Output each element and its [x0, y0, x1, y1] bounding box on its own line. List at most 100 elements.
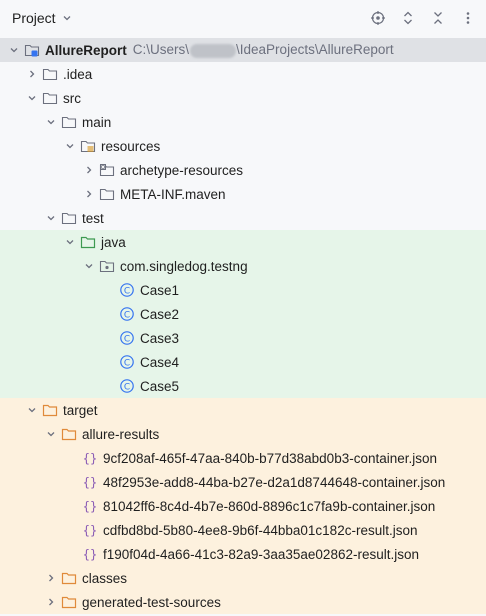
tree-item-label: com.singledog.testng: [120, 258, 248, 274]
class-icon: C: [119, 378, 135, 394]
tree-item-allure-results[interactable]: allure-results: [0, 422, 486, 446]
redacted-username: [190, 43, 237, 58]
class-icon: C: [119, 282, 135, 298]
tree-item-label: Case2: [140, 306, 180, 322]
project-path: C:\Users\ \IdeaProjects\AllureReport: [132, 42, 394, 58]
tree-item-label: .idea: [63, 66, 93, 82]
json-file-icon: {}: [82, 498, 98, 514]
tree-item-label: allure-results: [82, 426, 160, 442]
expand-collapse-icon[interactable]: [400, 10, 416, 26]
tree-item-main[interactable]: main: [0, 110, 486, 134]
tree-item-test[interactable]: test: [0, 206, 486, 230]
tree-item-generated-test-sources[interactable]: generated-test-sources: [0, 590, 486, 614]
more-icon[interactable]: [460, 10, 476, 26]
chevron-right-icon[interactable]: [81, 162, 97, 178]
tree-item-label: Case1: [140, 282, 180, 298]
tree-item-class[interactable]: C Case1: [0, 278, 486, 302]
svg-text:{}: {}: [83, 452, 97, 466]
tree-item-label: test: [82, 210, 104, 226]
folder-icon: [99, 186, 115, 202]
tree-item-json-file[interactable]: {} f190f04d-4a66-41c3-82a9-3aa35ae02862-…: [0, 542, 486, 566]
test-source-folder-icon: [80, 234, 96, 250]
chevron-right-icon[interactable]: [43, 594, 59, 610]
folder-icon: [42, 90, 58, 106]
resources-folder-icon: [80, 138, 96, 154]
tree-item-classes[interactable]: classes: [0, 566, 486, 590]
svg-text:{}: {}: [83, 476, 97, 490]
module-folder-icon: [24, 42, 40, 58]
tree-item-target[interactable]: target: [0, 398, 486, 422]
panel-title[interactable]: Project: [12, 10, 56, 26]
json-file-icon: {}: [82, 474, 98, 490]
package-icon: [99, 258, 115, 274]
chevron-down-icon[interactable]: [62, 13, 72, 23]
tree-item-meta-inf[interactable]: META-INF.maven: [0, 182, 486, 206]
chevron-down-icon[interactable]: [43, 426, 59, 442]
json-file-icon: {}: [82, 450, 98, 466]
chevron-down-icon[interactable]: [81, 258, 97, 274]
folder-icon: [42, 66, 58, 82]
tree-item-json-file[interactable]: {} 48f2953e-add8-44ba-b27e-d2a1d8744648-…: [0, 470, 486, 494]
chevron-right-icon[interactable]: [81, 186, 97, 202]
folder-icon: [61, 114, 77, 130]
chevron-down-icon[interactable]: [62, 138, 78, 154]
chevron-right-icon[interactable]: [43, 570, 59, 586]
svg-text:{}: {}: [83, 500, 97, 514]
project-path-suffix: \IdeaProjects\AllureReport: [236, 42, 394, 58]
chevron-down-icon[interactable]: [6, 42, 22, 58]
svg-text:C: C: [124, 286, 130, 296]
tree-item-src[interactable]: src: [0, 86, 486, 110]
project-name: AllureReport: [45, 42, 127, 58]
class-icon: C: [119, 330, 135, 346]
chevron-down-icon[interactable]: [43, 114, 59, 130]
collapse-all-icon[interactable]: [430, 10, 446, 26]
tree-item-resources[interactable]: resources: [0, 134, 486, 158]
chevron-right-icon[interactable]: [24, 66, 40, 82]
tree-item-label: resources: [101, 138, 161, 154]
chevron-down-icon[interactable]: [24, 402, 40, 418]
tree-item-json-file[interactable]: {} cdfbd8bd-5b80-4ee8-9b6f-44bba01c182c-…: [0, 518, 486, 542]
tree-item-label: src: [63, 90, 81, 106]
chevron-down-icon[interactable]: [24, 90, 40, 106]
tree-item-java[interactable]: java: [0, 230, 486, 254]
tree-item-label: 48f2953e-add8-44ba-b27e-d2a1d8744648-con…: [103, 474, 446, 490]
project-path-prefix: C:\Users\: [132, 42, 190, 58]
tree-item-label: Case5: [140, 378, 180, 394]
json-file-icon: {}: [82, 522, 98, 538]
svg-text:C: C: [124, 358, 130, 368]
header-toolbar: [370, 10, 476, 26]
tree-item-label: archetype-resources: [120, 162, 244, 178]
excluded-folder-icon: [61, 426, 77, 442]
tree-item-class[interactable]: C Case2: [0, 302, 486, 326]
tree-item-class[interactable]: C Case5: [0, 374, 486, 398]
tree-item-idea[interactable]: .idea: [0, 62, 486, 86]
svg-text:C: C: [124, 310, 130, 320]
tree-item-label: META-INF.maven: [120, 186, 226, 202]
tree-item-label: f190f04d-4a66-41c3-82a9-3aa35ae02862-res…: [103, 546, 419, 562]
excluded-folder-icon: [61, 570, 77, 586]
excluded-folder-icon: [61, 594, 77, 610]
folder-icon: [61, 210, 77, 226]
class-icon: C: [119, 306, 135, 322]
tree-item-label: classes: [82, 570, 128, 586]
excluded-folder-icon: [42, 402, 58, 418]
tree-item-json-file[interactable]: {} 81042ff6-8c4d-4b7e-860d-8896c1c7fa9b-…: [0, 494, 486, 518]
tree-item-label: 9cf208af-465f-47aa-840b-b77d38abd0b3-con…: [103, 450, 438, 466]
class-icon: C: [119, 354, 135, 370]
chevron-down-icon[interactable]: [43, 210, 59, 226]
tree-item-class[interactable]: C Case4: [0, 350, 486, 374]
locate-icon[interactable]: [370, 10, 386, 26]
svg-text:C: C: [124, 382, 130, 392]
tree-item-label: cdfbd8bd-5b80-4ee8-9b6f-44bba01c182c-res…: [103, 522, 418, 538]
chevron-down-icon[interactable]: [62, 234, 78, 250]
tree-item-json-file[interactable]: {} 9cf208af-465f-47aa-840b-b77d38abd0b3-…: [0, 446, 486, 470]
tree-item-project-root[interactable]: AllureReport C:\Users\ \IdeaProjects\Allu…: [0, 38, 486, 62]
svg-text:{}: {}: [83, 524, 97, 538]
tree-item-label: Case4: [140, 354, 180, 370]
tree-item-class[interactable]: C Case3: [0, 326, 486, 350]
json-file-icon: {}: [82, 546, 98, 562]
tree-item-archetype-resources[interactable]: archetype-resources: [0, 158, 486, 182]
excluded-folder-icon: [99, 162, 115, 178]
tree-item-label: generated-test-sources: [82, 594, 221, 610]
tree-item-package[interactable]: com.singledog.testng: [0, 254, 486, 278]
